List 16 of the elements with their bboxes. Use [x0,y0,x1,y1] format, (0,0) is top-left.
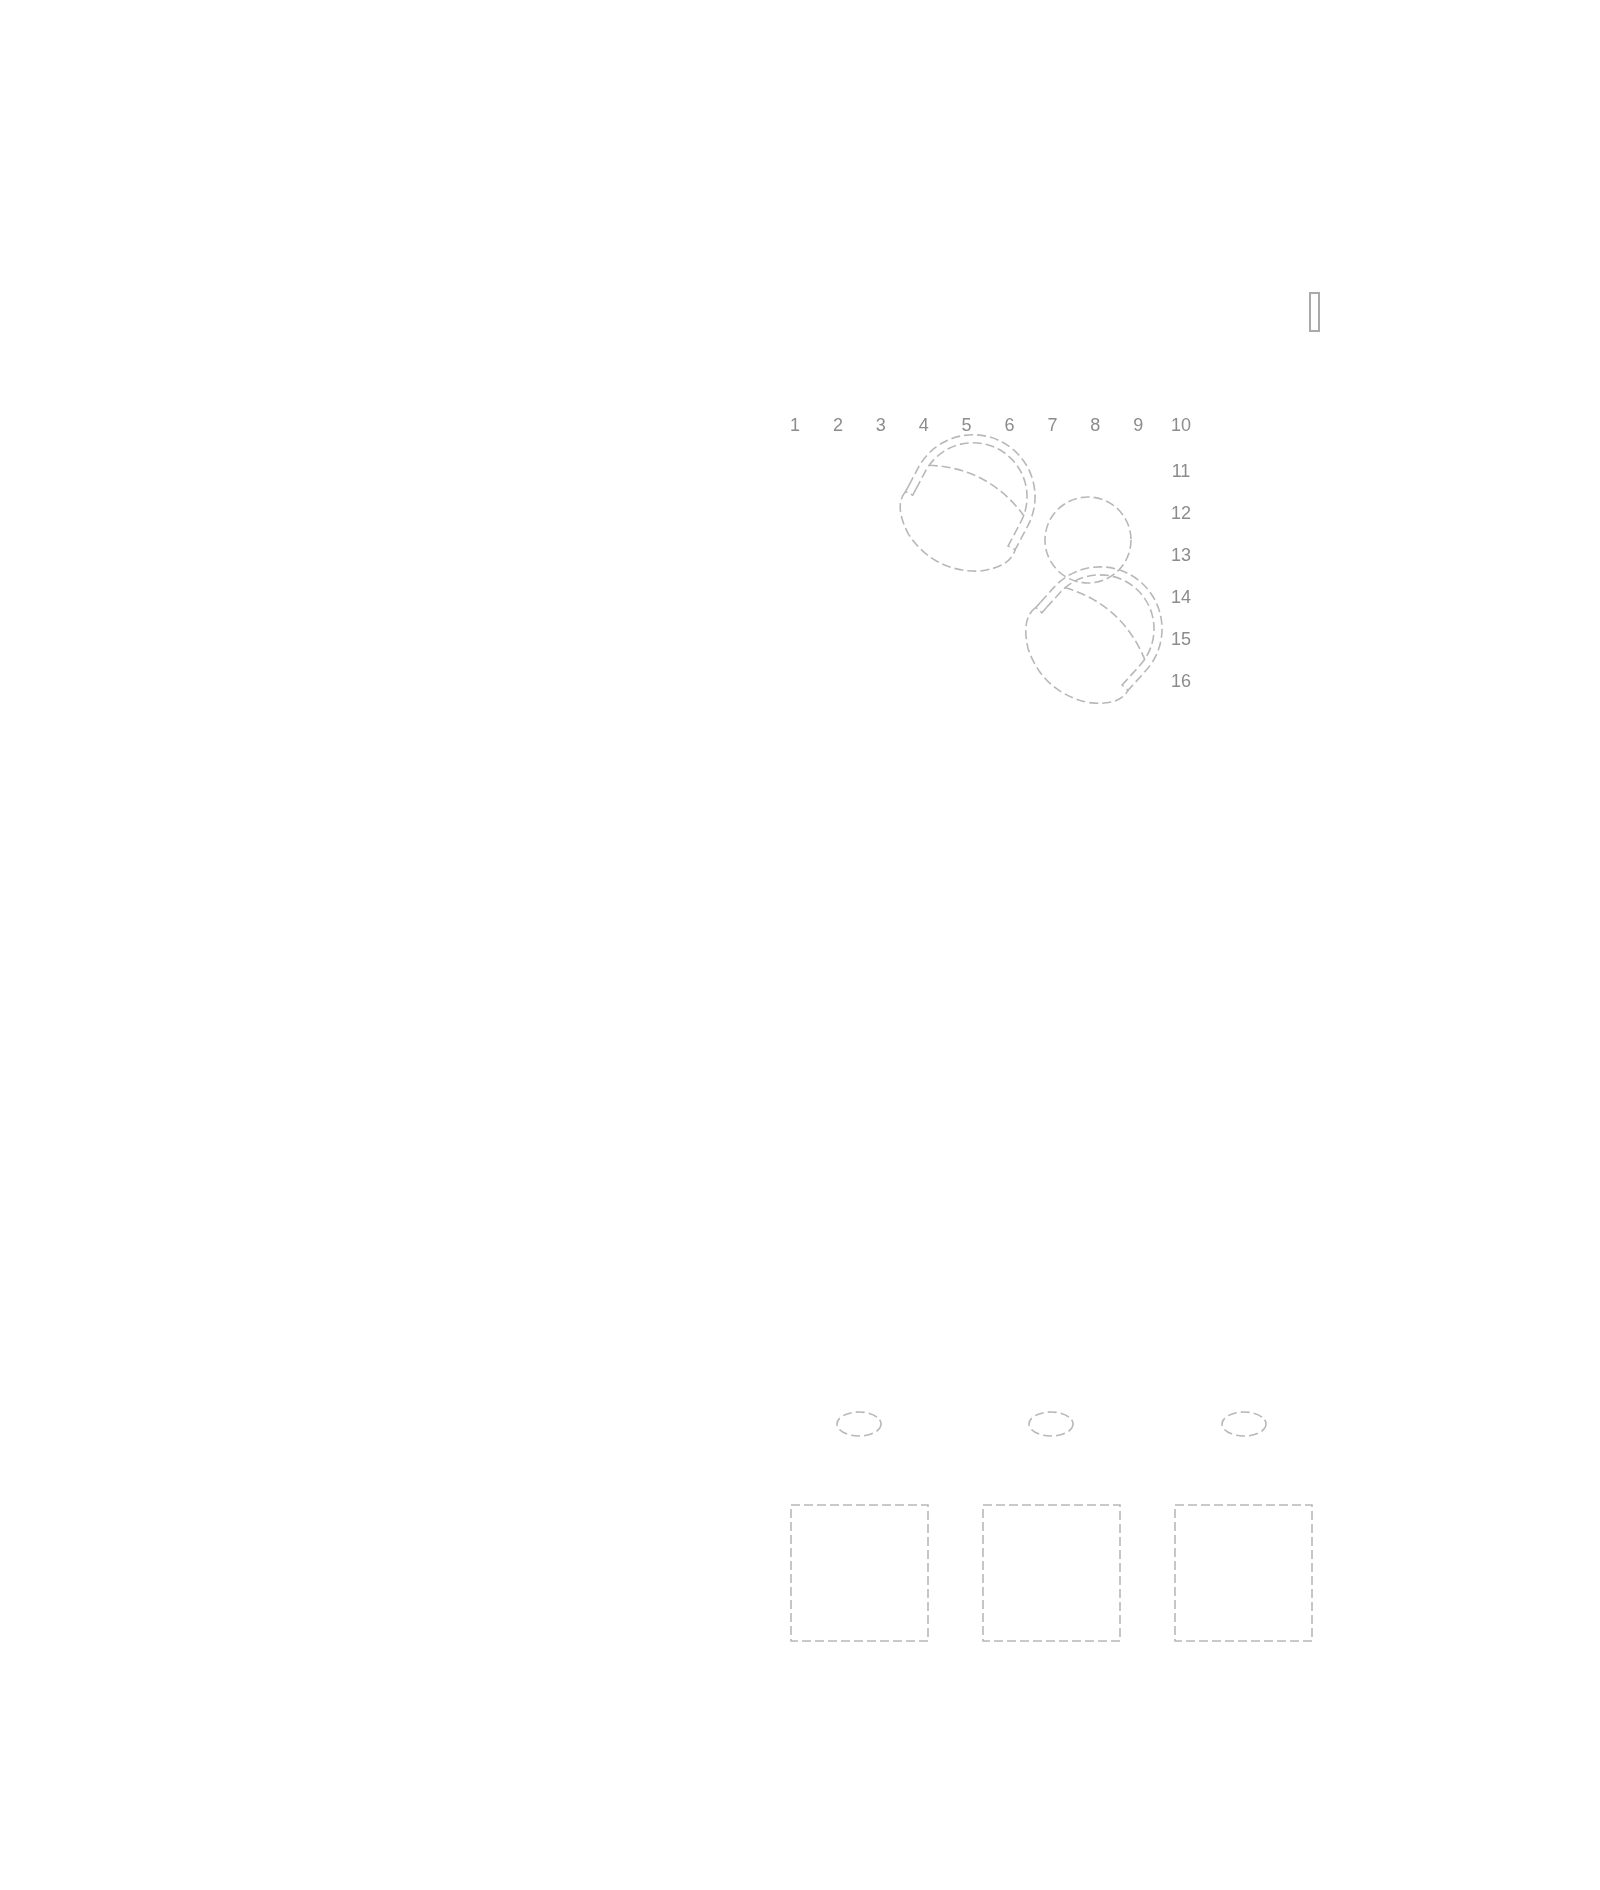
grid-number: 5 [961,415,972,435]
grid-number: 9 [1133,415,1144,435]
grid-number: 10 [1171,415,1192,435]
grid-number: 14 [1171,587,1191,607]
grid-number: 1 [790,415,800,435]
grid-number: 16 [1171,671,1191,691]
grid-number: 7 [1047,415,1058,435]
grid-number: 2 [832,415,843,435]
grid-number: 8 [1090,415,1101,435]
grid-number: 6 [1004,415,1015,435]
grid-number: 4 [918,415,929,435]
grid-number: 15 [1171,629,1191,649]
grid-number: 13 [1171,545,1191,565]
grid-number: 11 [1171,461,1191,481]
grid-number: 12 [1171,503,1191,523]
grid-number: 3 [875,415,886,435]
